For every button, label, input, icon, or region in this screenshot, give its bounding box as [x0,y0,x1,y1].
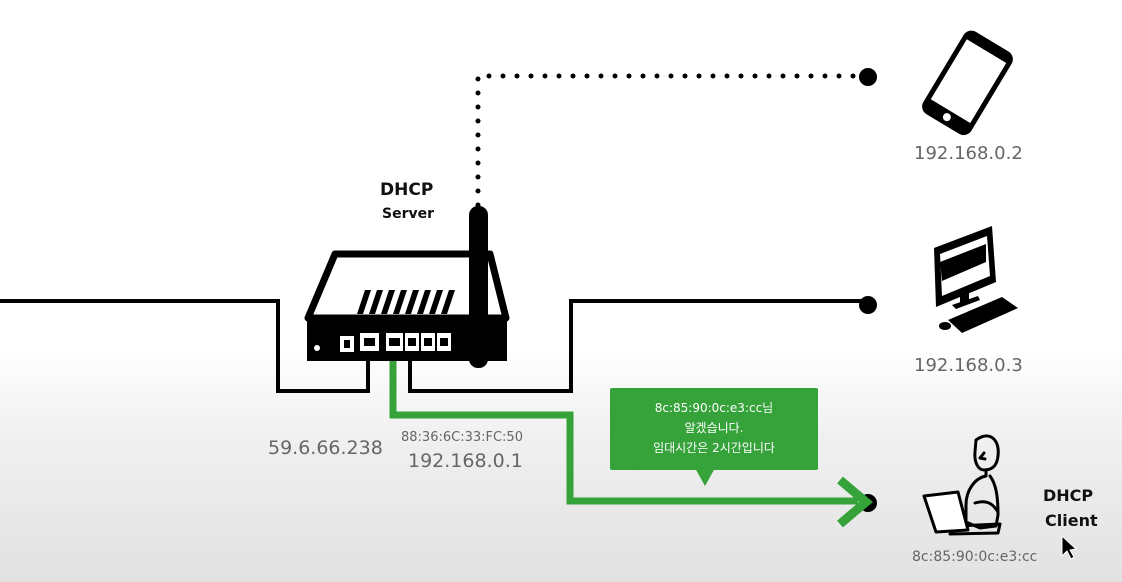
client-title: DHCP [1043,486,1094,505]
smartphone-icon [922,30,1013,136]
desktop-ip-label: 192.168.0.3 [914,355,1023,376]
mouse-cursor-icon [1061,534,1078,560]
wan-ip-label: 59.6.66.238 [268,437,383,459]
client-subtitle: Client [1045,511,1098,530]
desktop-computer-icon [934,226,1018,333]
dhcp-offer-message: 8c:85:90:0c:e3:cc님 알겠습니다. 임대시간은 2시간입니다 [610,388,818,470]
message-line-1: 8c:85:90:0c:e3:cc님 [654,401,774,415]
router-antenna [469,206,488,368]
server-title: DHCP [380,180,434,200]
message-line-3: 임대시간은 2시간입니다 [653,441,775,455]
message-tail [695,468,715,486]
server-subtitle: Server [382,206,435,222]
router-vents [357,290,455,314]
client-mac-label: 8c:85:90:0c:e3:cc [912,549,1038,565]
lan-cable-desktop [408,299,866,393]
router-icon [304,206,510,368]
router-lan-ip-label: 192.168.0.1 [408,450,523,472]
phone-ip-label: 192.168.0.2 [914,143,1023,164]
message-line-2: 알겠습니다. [684,421,744,435]
desktop-endpoint-dot [859,296,877,314]
client-person-icon [922,434,1002,536]
router-mac-label: 88:36:6C:33:FC:50 [401,430,523,445]
lan-cable-client [389,345,858,505]
wan-cable [0,299,370,393]
phone-endpoint-dot [859,68,877,86]
wireless-link-dotted [475,73,869,208]
green-arrow-head [837,476,873,528]
